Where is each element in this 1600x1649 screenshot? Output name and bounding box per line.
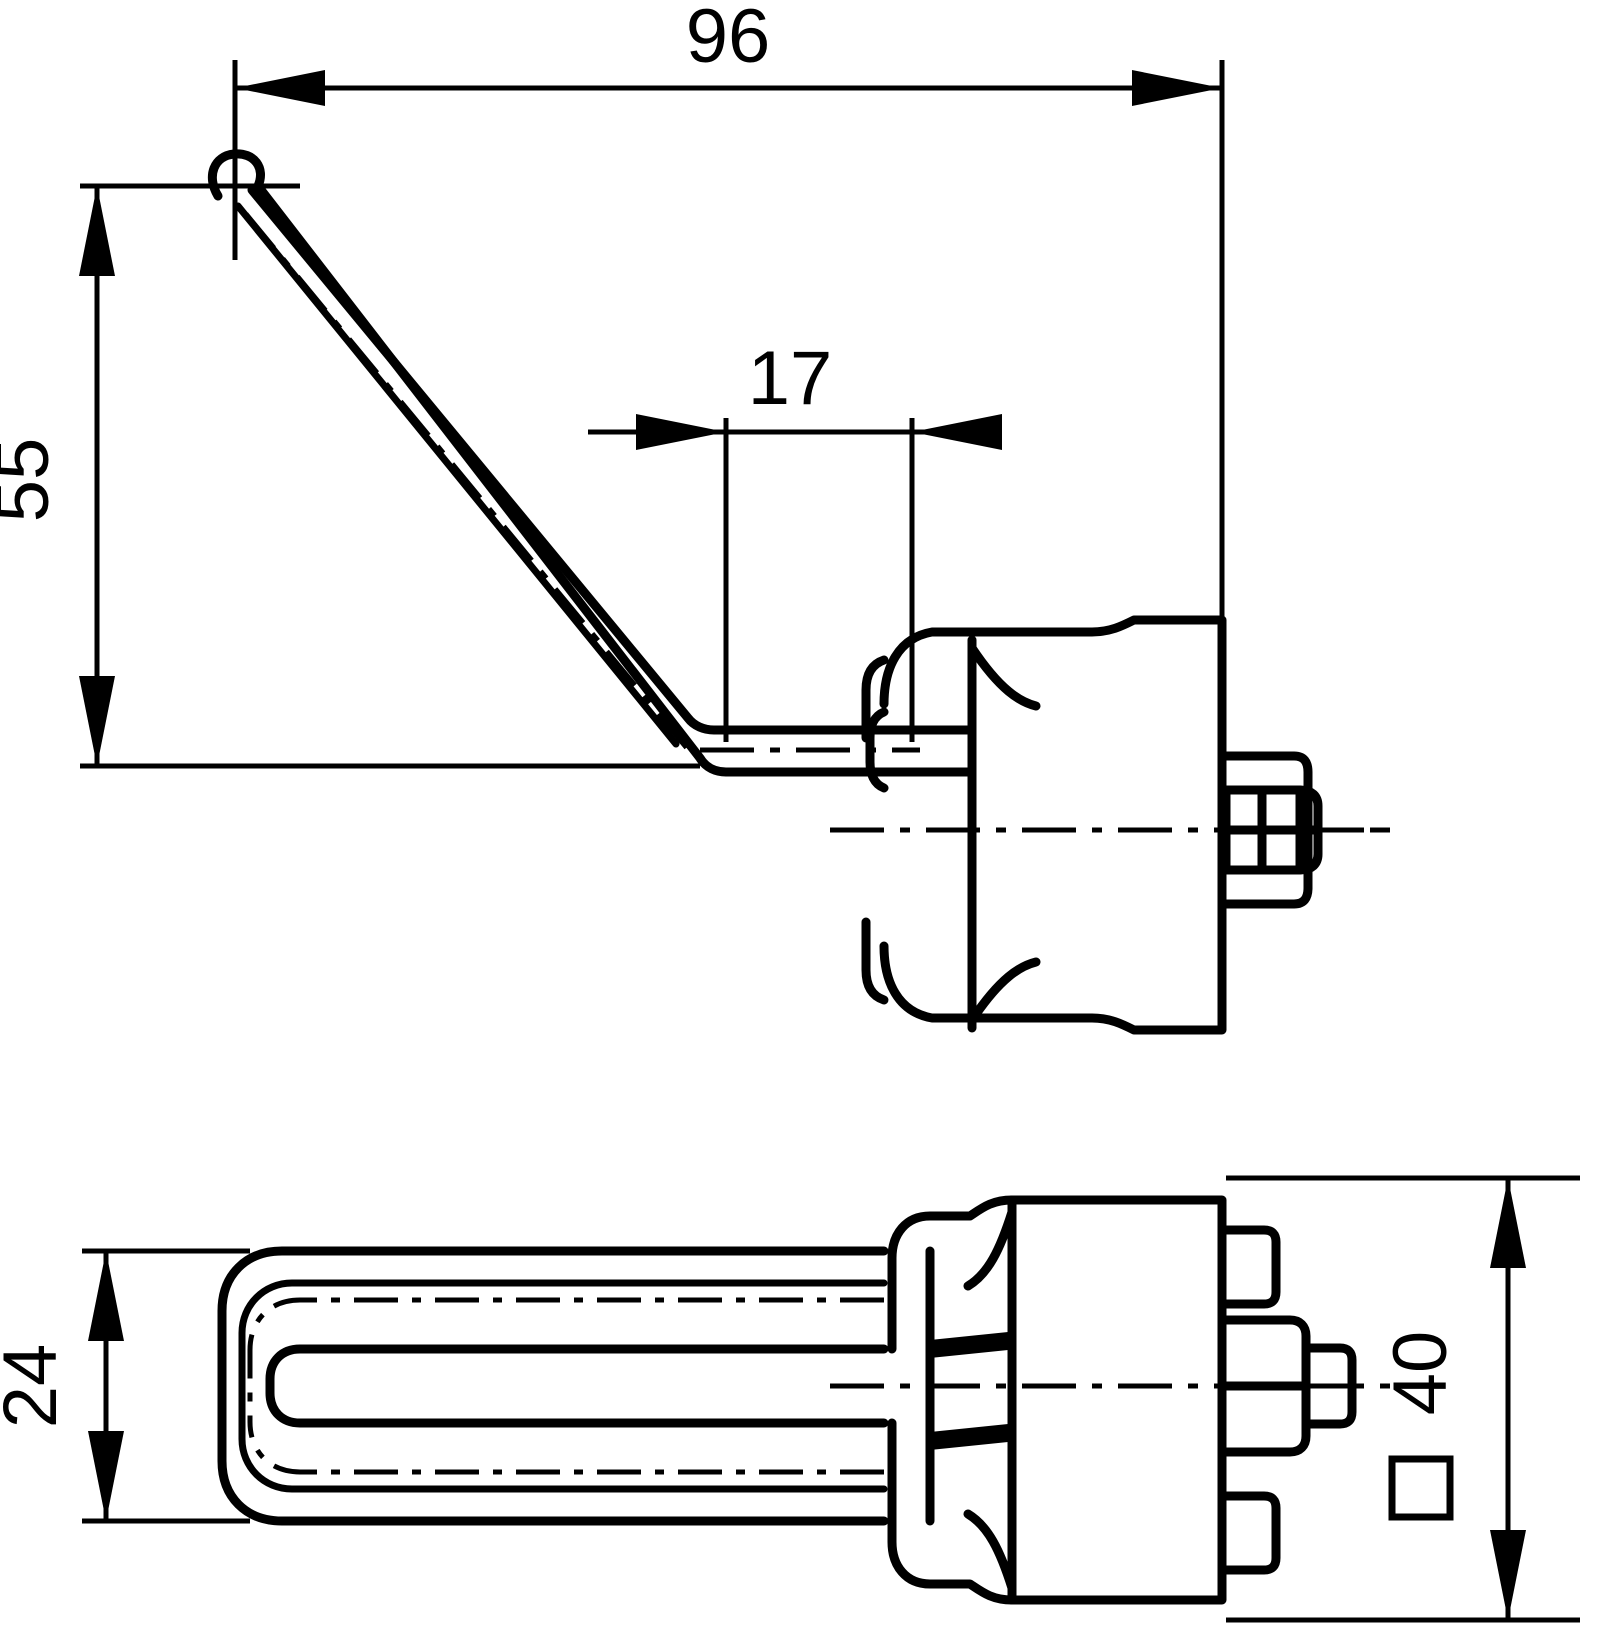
rod-centerline-inclined bbox=[244, 212, 692, 754]
rod-upper-leg-centerline bbox=[247, 1297, 884, 1422]
arrowhead-top-24 bbox=[88, 1251, 124, 1341]
dimension-bend-offset: 17 bbox=[588, 336, 1002, 742]
rod-inner-profile bbox=[247, 185, 889, 735]
arrowhead-right-17 bbox=[912, 414, 1002, 450]
arrowhead-right-96 bbox=[1132, 70, 1222, 106]
clamp-body-chamfer-top bbox=[967, 643, 1041, 711]
rod-end-wedge-top bbox=[930, 1331, 1014, 1358]
dimension-value-17: 17 bbox=[748, 336, 833, 421]
clamp-body-plan-chamfer-top bbox=[963, 1207, 1017, 1291]
rod-end-wedge-bottom bbox=[930, 1423, 1014, 1450]
clamp-body-rod-socket bbox=[865, 707, 889, 793]
mounting-tab-top bbox=[1217, 1225, 1281, 1309]
arrowhead-bottom-55 bbox=[79, 676, 115, 766]
hex-nut-side bbox=[1217, 751, 1390, 909]
dimension-body-square: 40 bbox=[1226, 1175, 1580, 1623]
rod-lower-leg-centerline bbox=[247, 1421, 884, 1475]
side-view: 96 55 17 bbox=[0, 0, 1400, 1035]
plan-view: 24 40 bbox=[0, 1175, 1580, 1623]
arrowhead-bottom-40 bbox=[1490, 1530, 1526, 1620]
arrowhead-top-55 bbox=[79, 186, 115, 276]
bent-rod-side bbox=[160, 120, 889, 777]
dimension-value-96: 96 bbox=[686, 0, 771, 79]
dimension-value-24: 24 bbox=[0, 1344, 73, 1429]
clamp-body-chamfer-bottom bbox=[967, 957, 1041, 1025]
arrowhead-left-96 bbox=[235, 70, 325, 106]
dimension-value-55: 55 bbox=[0, 438, 65, 523]
rod-outer-profile bbox=[207, 149, 889, 777]
mounting-tab-bottom bbox=[1217, 1491, 1281, 1575]
dimension-overall-height: 55 bbox=[0, 183, 700, 769]
arrowhead-left-17 bbox=[636, 414, 726, 450]
square-symbol-shape bbox=[1388, 1455, 1454, 1521]
arrowhead-top-40 bbox=[1490, 1178, 1526, 1268]
square-section-symbol-icon: 40 bbox=[1378, 1331, 1463, 1521]
dimension-overall-length: 96 bbox=[232, 0, 1225, 640]
clamp-body-plan bbox=[830, 1195, 1420, 1605]
clamp-body-plan-block bbox=[1007, 1195, 1227, 1605]
rod-u-inner-profile bbox=[265, 1344, 889, 1428]
arrowhead-bottom-24 bbox=[88, 1431, 124, 1521]
rod-u-outer-profile bbox=[217, 1246, 889, 1526]
clamp-body-left-lip-bottom bbox=[861, 917, 889, 1005]
clamp-body-outer-shell bbox=[879, 615, 1227, 1035]
clamp-body-plan-chamfer-bottom bbox=[963, 1509, 1017, 1593]
dimension-value-40: 40 bbox=[1378, 1331, 1463, 1416]
bent-rod-plan bbox=[217, 1246, 889, 1526]
rod-u-midline-profile bbox=[238, 1279, 888, 1493]
dimension-rod-spacing: 24 bbox=[0, 1248, 250, 1524]
mounting-hardware-plan bbox=[1217, 1225, 1357, 1575]
clamp-body-plan-shell-bottom bbox=[887, 1418, 1017, 1605]
washer-plan bbox=[1301, 1343, 1357, 1429]
clamp-body-left-lip-top bbox=[861, 655, 889, 743]
clamp-body-plan-shell-top bbox=[887, 1195, 1017, 1354]
